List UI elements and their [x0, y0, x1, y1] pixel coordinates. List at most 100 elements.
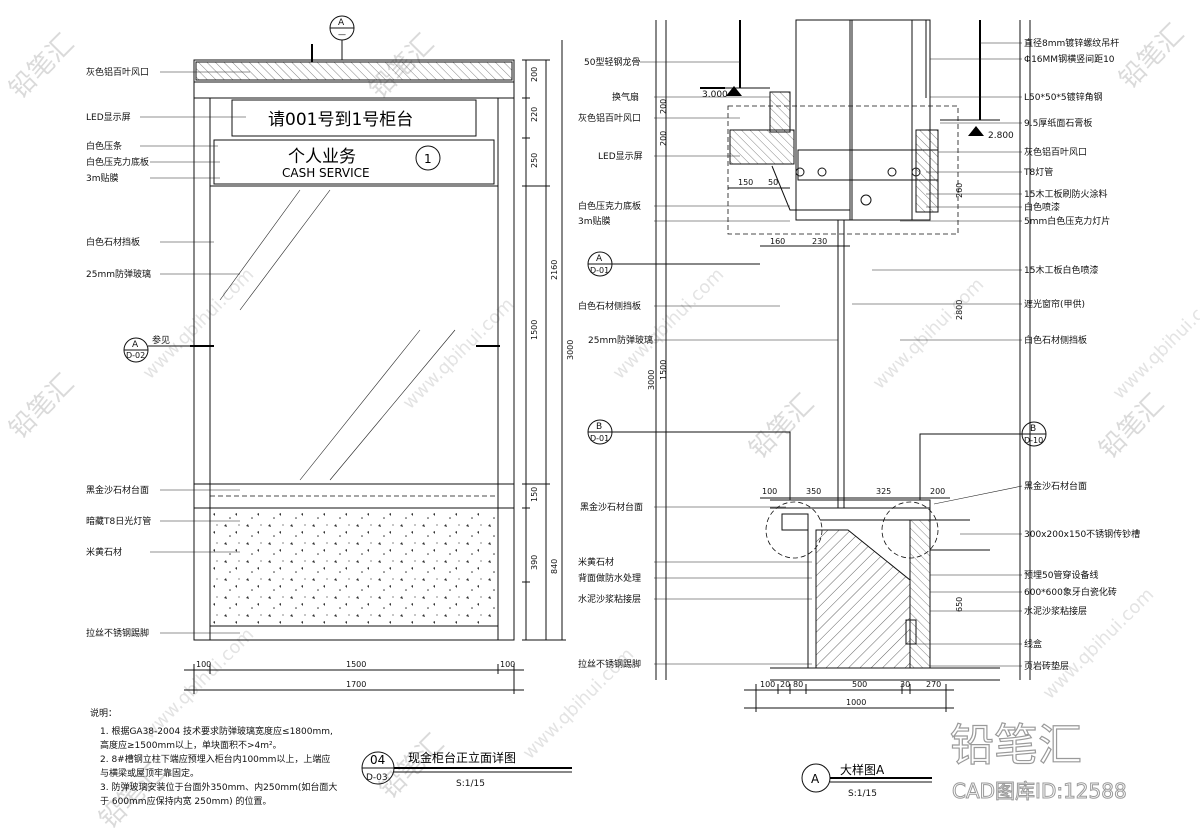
notes-line-1: 高度应≥1500mm以上，单块面积不>4m²。: [100, 739, 282, 751]
notes-line-5: 于 600mm应保持内宽 250mm) 的位置。: [100, 795, 272, 807]
sec-left-label-11: 水泥沙浆粘接层: [578, 593, 641, 605]
sec-left-label-1: 换气扇: [612, 91, 639, 103]
sec-right-label-13: 300x200x150不锈钢传钞槽: [1024, 528, 1140, 540]
sec-dim-total: 1000: [846, 698, 866, 707]
elev-label-6: 25mm防弹玻璃: [86, 268, 151, 280]
elev-dim-b-1: 1500: [346, 660, 366, 669]
sec-right-label-7: 白色喷漆: [1024, 201, 1060, 213]
callout-B-D01-sub: D-01: [590, 434, 609, 443]
sec-dim-l-0: 200: [659, 99, 668, 114]
elev-label-1: LED显示屏: [86, 112, 131, 123]
sec-right-label-5: T8灯管: [1023, 166, 1053, 178]
top-callout-sub: —: [338, 30, 346, 39]
elev-label-5: 白色石材挡板: [86, 236, 140, 248]
sec-dim-b-1: 20: [780, 680, 790, 689]
sec-dim-top-1: 50: [768, 178, 778, 187]
side-callout-letter: A: [132, 340, 139, 350]
sec-left-label-3: LED显示屏: [598, 151, 643, 162]
sec-right-label-15: 600*600象牙白瓷化砖: [1024, 586, 1117, 598]
sec-right-label-11: 白色石材侧挡板: [1024, 334, 1087, 346]
sec-right-label-4: 灰色铝百叶风口: [1024, 146, 1087, 158]
sec-dim-b-2: 80: [793, 680, 803, 689]
elev-dim-r-5: 390: [530, 555, 539, 570]
elev-label-7: 黑金沙石材台面: [86, 484, 149, 496]
watermark-url: www.qbihui.com: [869, 274, 989, 394]
section-drawing: 3.000 2.800: [578, 19, 1140, 712]
watermark-tile: 铅笔汇: [1114, 19, 1190, 95]
sec-dim-b-4: 30: [900, 680, 910, 689]
sec-right-label-14: 预埋50管穿设备线: [1024, 569, 1098, 581]
watermark-url: www.qbihui.com: [609, 264, 729, 384]
elev-dim-r-4: 150: [530, 487, 539, 502]
sign-main-text: 个人业务: [288, 147, 356, 167]
notes-block: 说明： 1. 根据GA38-2004 技术要求防弹玻璃宽度应≤1800mm, 高…: [90, 707, 337, 807]
sec-dim-l-2: 1500: [659, 360, 668, 380]
elevation-drawing: A — A D-02 参见 灰色铝百叶风口 LED显示屏 白色压条 白色压克力底…: [86, 15, 575, 694]
watermark-tile: 铅笔汇: [4, 369, 80, 445]
sec-right-label-8: 5mm白色压克力灯片: [1024, 215, 1110, 227]
sec-dim-b-5: 270: [926, 680, 941, 689]
elev-label-2: 白色压条: [86, 140, 122, 152]
callout-A-D01-sub: D-01: [590, 266, 609, 275]
watermark-url: www.qbihui.com: [1109, 284, 1200, 404]
title2-letter: A: [811, 772, 820, 786]
sec-dim-c-0: 100: [762, 487, 777, 496]
top-callout-letter: A: [338, 18, 345, 28]
callout-A-D01-letter: A: [596, 254, 603, 264]
sign-number: 1: [424, 152, 432, 166]
sec-left-label-4: 白色压克力底板: [578, 200, 641, 212]
sec-dim-top-0: 150: [738, 178, 753, 187]
elev-dim-b-2: 100: [500, 660, 515, 669]
sec-right-label-12: 黑金沙石材台面: [1024, 480, 1087, 492]
sec-left-label-10: 背面做防水处理: [578, 572, 641, 584]
watermark-tile: 铅笔汇: [744, 389, 820, 465]
sec-dim-top-2: 160: [770, 237, 785, 246]
sec-dim-b-3: 500: [852, 680, 867, 689]
watermark-tile: 铅笔汇: [4, 29, 80, 105]
elev-dim-r-1: 220: [530, 107, 539, 122]
sec-dim-c-1: 350: [806, 487, 821, 496]
level-3000: 3.000: [702, 90, 728, 100]
sec-left-label-7: 25mm防弹玻璃: [588, 334, 653, 346]
level-2800: 2.800: [988, 131, 1014, 141]
sec-dim-c-2: 325: [876, 487, 891, 496]
notes-heading: 说明：: [90, 707, 117, 719]
elev-dim-r-0: 200: [530, 67, 539, 82]
elev-label-10: 拉丝不锈钢踢脚: [86, 627, 149, 639]
title1-scale: S:1/15: [456, 779, 485, 789]
cad-id-text: CAD图库ID:12588: [952, 779, 1127, 803]
elev-dim-outer-1: 3000: [566, 340, 575, 360]
sec-right-label-9: 15木工板白色喷漆: [1024, 264, 1098, 276]
title2-title: 大样图A: [840, 762, 885, 777]
side-callout-sub: D-02: [126, 351, 145, 360]
elev-label-3: 白色压克力底板: [86, 156, 149, 168]
sec-left-label-5: 3m贴膜: [578, 215, 611, 227]
sec-left-label-6: 白色石材侧挡板: [578, 300, 641, 312]
watermark-url: www.qbihui.com: [399, 294, 519, 414]
elev-label-8: 暗藏T8日光灯管: [86, 515, 151, 527]
sec-dim-b-0: 100: [760, 680, 775, 689]
callout-B-D10-letter: B: [1030, 424, 1036, 434]
sec-dim-top-3: 230: [812, 237, 827, 246]
title-block-2: A 大样图A S:1/15: [801, 762, 932, 799]
brand-text: 铅笔汇: [950, 720, 1082, 771]
title1-sheet: D-03: [366, 773, 388, 783]
sec-left-label-12: 拉丝不锈钢踢脚: [578, 658, 641, 670]
sec-left-label-9: 米黄石材: [578, 556, 614, 568]
sec-left-label-2: 灰色铝百叶风口: [578, 112, 641, 124]
elev-label-0: 灰色铝百叶风口: [86, 66, 149, 78]
watermark-url: www.qbihui.com: [1039, 584, 1159, 704]
title1-title: 现金柜台正立面详图: [408, 750, 516, 765]
elev-dim-b-0: 100: [196, 660, 211, 669]
elev-dim-r-2: 250: [530, 153, 539, 168]
notes-line-2: 2. 8#槽钢立柱下端应预埋入柜台内100mm以上，上端应: [100, 753, 330, 765]
sec-right-label-6: 15木工板刷防火涂料: [1024, 188, 1107, 200]
elev-label-9: 米黄石材: [86, 546, 122, 558]
watermark-url: www.qbihui.com: [139, 624, 259, 744]
elev-dim-r-3: 1500: [530, 320, 539, 340]
watermark-tile: 铅笔汇: [1094, 389, 1170, 465]
notes-line-0: 1. 根据GA38-2004 技术要求防弹玻璃宽度应≤1800mm,: [100, 725, 333, 737]
sec-dim-r-2: 650: [955, 597, 964, 612]
sec-dim-r-0: 260: [955, 183, 964, 198]
